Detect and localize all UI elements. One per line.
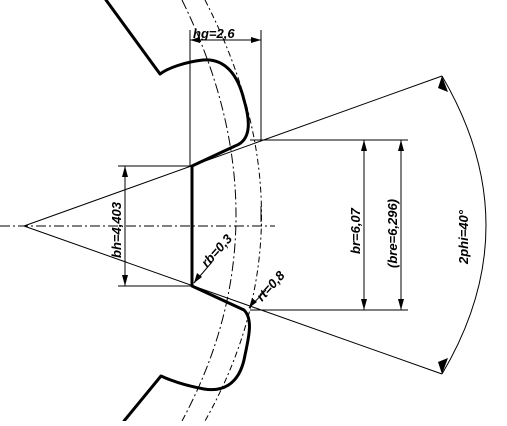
tooth-profile: [104, 0, 251, 423]
rb-label: rb=0,3: [198, 231, 236, 270]
br-label: br=6,07: [348, 207, 363, 254]
rt-label: rt=0,8: [253, 267, 288, 304]
bre-arrow-bottom: [398, 299, 404, 310]
phi-label: 2phi=40°: [456, 209, 471, 265]
pitch-circle-arc: [204, 0, 262, 422]
angle-arrow-bottom: [438, 358, 448, 374]
br-arrow-top: [361, 140, 367, 151]
angle-ray-lower: [23, 225, 443, 375]
hg-arrow-right: [251, 37, 261, 43]
bre-label: (bre=6,296): [385, 199, 400, 268]
bh-arrow-top: [122, 166, 128, 177]
rt-arrow: [249, 298, 257, 308]
hg-arrow-left: [190, 37, 200, 43]
bh-arrow-bottom: [122, 275, 128, 286]
br-arrow-bottom: [361, 299, 367, 310]
bre-arrow-top: [398, 140, 404, 151]
rb-arrow: [194, 273, 202, 283]
hg-label: hg=2,6: [193, 26, 235, 41]
angle-ray-upper: [23, 75, 443, 227]
reference-circle-arc: [181, 0, 237, 422]
bh-label: bh=4,403: [109, 201, 124, 258]
angle-arc: [441, 75, 487, 375]
angle-arrow-top: [438, 76, 448, 92]
